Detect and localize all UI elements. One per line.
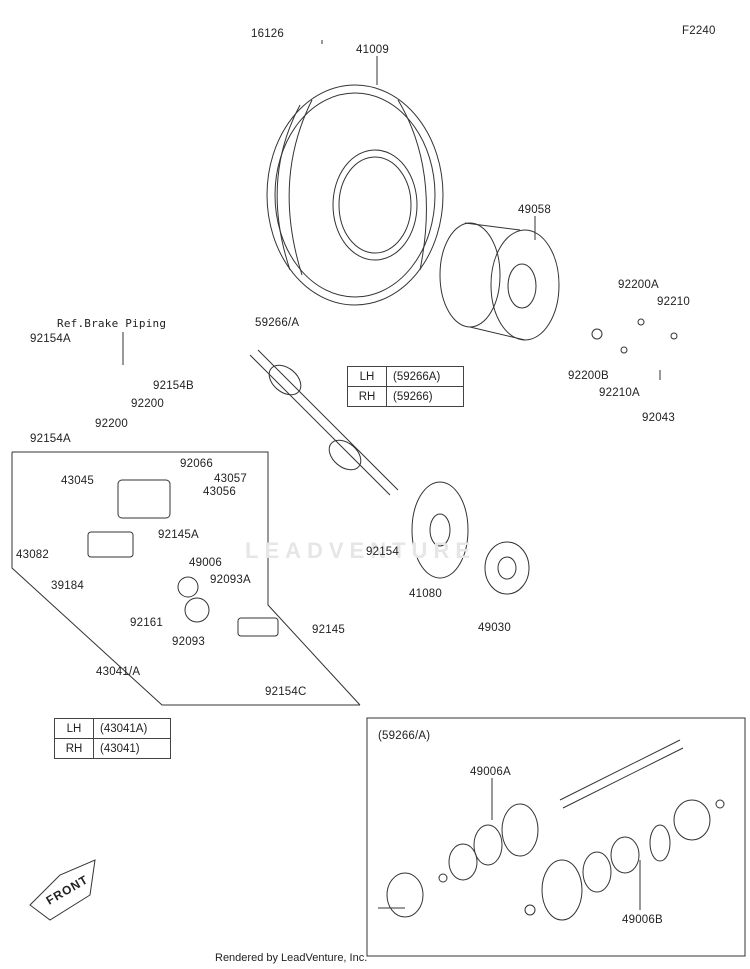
axle-side-table: LH (59266A) RH (59266) xyxy=(347,366,464,407)
inset-title: (59266/A) xyxy=(378,730,431,742)
brake-disc-41080 xyxy=(411,481,469,579)
table-cell: RH xyxy=(54,738,94,759)
footer-credit: Rendered by LeadVenture, Inc. xyxy=(215,952,368,964)
table-row: RH (43041) xyxy=(54,738,171,759)
table-cell[interactable]: (43041) xyxy=(93,738,171,759)
table-cell[interactable]: (59266) xyxy=(386,386,464,407)
watermark: LEADVENTURE xyxy=(245,538,477,563)
part-label-92154A-top[interactable]: 92154A xyxy=(30,333,71,345)
part-label-92043[interactable]: 92043 xyxy=(642,412,675,424)
part-label-43056[interactable]: 43056 xyxy=(203,486,236,498)
part-label-43082[interactable]: 43082 xyxy=(16,549,49,561)
table-cell: LH xyxy=(347,366,387,387)
part-label-92145A[interactable]: 92145A xyxy=(158,529,199,541)
table-row: RH (59266) xyxy=(347,386,464,407)
part-label-92066[interactable]: 92066 xyxy=(180,458,213,470)
table-cell[interactable]: (43041A) xyxy=(93,718,171,739)
wheel-49058 xyxy=(439,222,560,341)
inset-box xyxy=(366,717,746,957)
drive-shaft xyxy=(249,349,399,496)
part-label-41009[interactable]: 41009 xyxy=(356,44,389,56)
hub-49030 xyxy=(484,541,530,595)
tire-41009 xyxy=(266,84,444,306)
caliper-body xyxy=(117,479,171,519)
part-label-49006[interactable]: 49006 xyxy=(189,557,222,569)
part-label-39184[interactable]: 39184 xyxy=(51,580,84,592)
part-label-92093A[interactable]: 92093A xyxy=(210,574,251,586)
table-row: LH (59266A) xyxy=(347,366,464,387)
part-label-49006A[interactable]: 49006A xyxy=(470,766,511,778)
table-row: LH (43041A) xyxy=(54,718,171,739)
part-label-41080[interactable]: 41080 xyxy=(409,588,442,600)
part-label-49058[interactable]: 49058 xyxy=(518,204,551,216)
part-label-92145[interactable]: 92145 xyxy=(312,624,345,636)
part-label-92200-a[interactable]: 92200 xyxy=(131,398,164,410)
brake-piping-ref[interactable]: Ref.Brake Piping xyxy=(57,317,167,330)
part-label-43057[interactable]: 43057 xyxy=(214,473,247,485)
caliper-side-table: LH (43041A) RH (43041) xyxy=(54,718,171,759)
table-cell[interactable]: (59266A) xyxy=(386,366,464,387)
part-label-92200A[interactable]: 92200A xyxy=(618,279,659,291)
part-label-43045[interactable]: 43045 xyxy=(61,475,94,487)
part-label-92161[interactable]: 92161 xyxy=(130,617,163,629)
part-label-49006B[interactable]: 49006B xyxy=(622,914,663,926)
part-label-92093[interactable]: 92093 xyxy=(172,636,205,648)
part-label-92200-b[interactable]: 92200 xyxy=(95,418,128,430)
part-label-92200B[interactable]: 92200B xyxy=(568,370,609,382)
part-label-92154B[interactable]: 92154B xyxy=(153,380,194,392)
part-label-16126[interactable]: 16126 xyxy=(251,28,284,40)
part-label-92154A-bottom[interactable]: 92154A xyxy=(30,433,71,445)
table-cell: LH xyxy=(54,718,94,739)
diagram-code: F2240 xyxy=(682,25,716,37)
table-cell: RH xyxy=(347,386,387,407)
part-label-92210A[interactable]: 92210A xyxy=(599,387,640,399)
part-label-92154[interactable]: 92154 xyxy=(366,546,399,558)
front-arrow xyxy=(29,859,96,921)
part-label-43041[interactable]: 43041/A xyxy=(96,666,141,678)
part-label-59266[interactable]: 59266/A xyxy=(255,317,300,329)
part-label-92210[interactable]: 92210 xyxy=(657,296,690,308)
part-label-92154C[interactable]: 92154C xyxy=(265,686,307,698)
part-label-49030[interactable]: 49030 xyxy=(478,622,511,634)
